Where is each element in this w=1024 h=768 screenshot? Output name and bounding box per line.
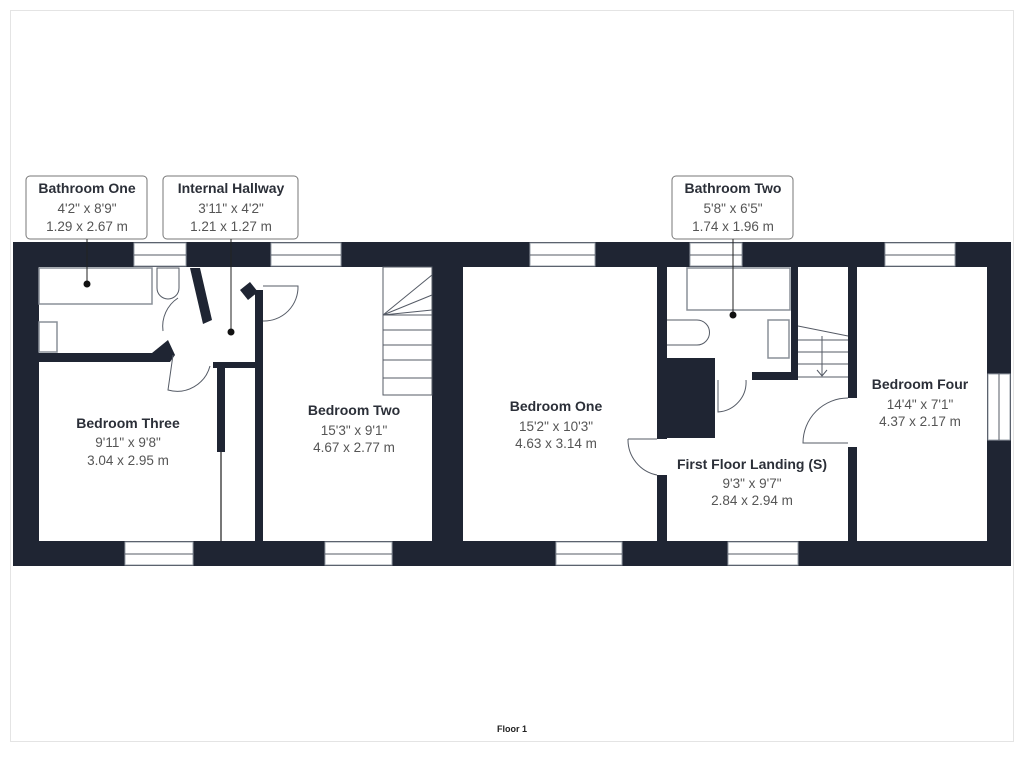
door-hallway (262, 285, 299, 322)
stairs-left (382, 274, 433, 379)
fixtures (38, 266, 849, 476)
door-bath1 (162, 297, 179, 332)
basin-two (767, 319, 790, 359)
room-bedroom-three[interactable]: Bedroom Three 9'11" x 9'8" 3.04 x 2.95 m (76, 415, 180, 468)
room-dims-metric: 1.74 x 1.96 m (692, 219, 774, 234)
room-name: Bedroom Two (308, 402, 400, 418)
door-bath2 (717, 379, 747, 413)
room-dims-imperial: 3'11" x 4'2" (198, 201, 264, 216)
room-dims-imperial: 4'2" x 8'9" (57, 201, 116, 216)
room-dims-imperial: 15'3" x 9'1" (321, 423, 388, 438)
room-dims-imperial: 5'8" x 6'5" (703, 201, 762, 216)
callout-bathroom-one[interactable]: Bathroom One 4'2" x 8'9" 1.29 x 2.67 m (25, 175, 148, 288)
toilet-one (156, 267, 180, 300)
door-bed1 (627, 438, 658, 476)
room-name: Bedroom Three (76, 415, 180, 431)
callout-internal-hallway[interactable]: Internal Hallway 3'11" x 4'2" 1.21 x 1.2… (162, 175, 299, 336)
bathtub-one (38, 267, 153, 305)
room-dims-metric: 4.67 x 2.77 m (313, 440, 395, 455)
bathtub-two (686, 267, 791, 311)
room-dims-metric: 4.37 x 2.17 m (879, 414, 961, 429)
room-dims-imperial: 9'11" x 9'8" (95, 435, 161, 450)
room-name: Internal Hallway (178, 180, 285, 196)
room-dims-metric: 4.63 x 3.14 m (515, 436, 597, 451)
room-dims-metric: 1.29 x 2.67 m (46, 219, 128, 234)
room-name: First Floor Landing (S) (677, 456, 827, 472)
room-first-floor-landing[interactable]: First Floor Landing (S) 9'3" x 9'7" 2.84… (677, 456, 827, 508)
toilet-two (667, 319, 710, 346)
room-name: Bathroom Two (685, 180, 782, 196)
room-bedroom-four[interactable]: Bedroom Four 14'4" x 7'1" 4.37 x 2.17 m (872, 376, 969, 429)
door-bed3 (167, 354, 211, 392)
room-name: Bedroom One (510, 398, 603, 414)
door-bed4 (802, 397, 849, 444)
room-dims-metric: 3.04 x 2.95 m (87, 453, 169, 468)
stairs-right (797, 325, 849, 378)
floor-label: Floor 1 (497, 724, 527, 734)
room-dims-metric: 2.84 x 2.94 m (711, 493, 793, 508)
room-bedroom-one[interactable]: Bedroom One 15'2" x 10'3" 4.63 x 3.14 m (510, 398, 603, 451)
room-dims-metric: 1.21 x 1.27 m (190, 219, 272, 234)
room-name: Bedroom Four (872, 376, 969, 392)
room-name: Bathroom One (38, 180, 135, 196)
room-dims-imperial: 14'4" x 7'1" (887, 397, 954, 412)
callout-bathroom-two[interactable]: Bathroom Two 5'8" x 6'5" 1.74 x 1.96 m (671, 175, 794, 319)
basin-one (38, 321, 58, 353)
room-dims-imperial: 15'2" x 10'3" (519, 419, 593, 434)
windows (124, 242, 1011, 566)
room-bedroom-two[interactable]: Bedroom Two 15'3" x 9'1" 4.67 x 2.77 m (308, 402, 400, 455)
room-dims-imperial: 9'3" x 9'7" (722, 476, 781, 491)
plan-frame (10, 10, 1014, 742)
